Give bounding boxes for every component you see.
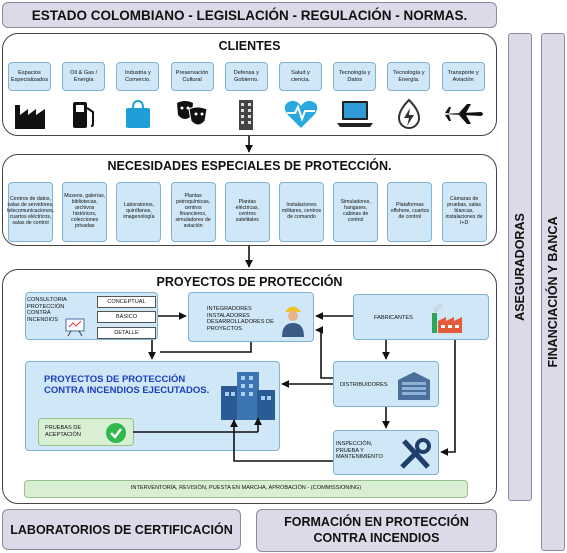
worker-icon (279, 299, 307, 337)
proyectos-title: PROYECTOS DE PROTECCIÓN (156, 275, 343, 289)
ejecutados-box: PROYECTOS DE PROTECCIÓN CONTRA INCENDIOS… (25, 361, 280, 451)
cliente-2-label: Oil & Gas / Energía (62, 62, 106, 91)
necesidad-3: Laboratorios, quirófanos, imagenología (116, 182, 162, 242)
check-icon (105, 422, 127, 444)
inspeccion-label: INSPECCIÓN, PRUEBA Y MANTENIMIENTO (336, 441, 383, 461)
pruebas-label: PRUEBAS DE ACEPTACIÓN (45, 425, 82, 438)
cliente-7-label: Tecnología y Datos (333, 62, 377, 91)
formacion-banner: FORMACIÓN EN PROTECCIÓN CONTRA INCENDIOS (256, 509, 497, 552)
cliente-6-label: Salud y ciencia. (279, 62, 322, 91)
laptop-icon (331, 96, 378, 132)
laboratorios-banner: LABORATORIOS DE CERTIFICACIÓN (2, 509, 241, 550)
financiacion-banner: FINANCIACIÓN Y BANCA (541, 33, 565, 551)
cliente-5-label: Defensa y Gobierno. (224, 62, 268, 91)
nivel-basico: BÁSICO (97, 311, 156, 323)
consultoria-label: CONSULTORIA PROTECCIÓN CONTRA INCENDIOS (27, 297, 67, 324)
distribuidores-box: DISTRIBUIDORES (333, 361, 439, 407)
fuel-pump-icon (60, 96, 107, 132)
necesidades-title: NECESIDADES ESPECIALES DE PROTECCIÓN. (107, 159, 392, 173)
interventoria-label: INTERVENTORÍA, REVISIÓN, PUESTA EN MARCH… (130, 485, 362, 491)
factory-icon (6, 96, 53, 132)
necesidad-1: Centros de datos, salas de servidores, t… (7, 182, 54, 242)
cliente-8-label: Tecnología y Energía. (387, 62, 431, 91)
distribuidores-label: DISTRIBUIDORES (340, 382, 388, 388)
whiteboard-icon (64, 317, 86, 337)
theater-masks-icon (169, 96, 216, 132)
fabricantes-label: FABRICANTES (374, 315, 413, 321)
integradores-label: INTEGRADORES INSTALADORES DESARROLLADORE… (207, 306, 274, 333)
interventoria-bar: INTERVENTORÍA, REVISIÓN, PUESTA EN MARCH… (24, 480, 468, 498)
cliente-9-label: Transporte y Aviación (441, 62, 485, 91)
factory-icon (430, 303, 474, 335)
nivel-detalle: DETALLE (97, 327, 156, 339)
clientes-title: CLIENTES (218, 39, 281, 53)
building-icon (223, 96, 270, 132)
ejecutados-label: PROYECTOS DE PROTECCIÓN CONTRA INCENDIOS… (44, 374, 210, 397)
energy-icon (385, 96, 432, 132)
top-banner: ESTADO COLOMBIANO - LEGISLACIÓN - REGULA… (2, 2, 497, 28)
necesidad-8: Plataformas offshore, cuartos de control (387, 182, 433, 242)
airplane-icon (440, 96, 487, 132)
inspeccion-box: INSPECCIÓN, PRUEBA Y MANTENIMIENTO (333, 430, 439, 475)
cliente-3-label: Industria y Comercio. (116, 62, 160, 91)
cliente-1-label: Espacios Especializados (8, 62, 51, 91)
tools-icon (398, 437, 432, 471)
integradores-box: INTEGRADORES INSTALADORES DESARROLLADORE… (188, 292, 314, 342)
warehouse-icon (396, 368, 432, 402)
necesidad-5: Plantas eléctricas, centros satelitales (224, 182, 270, 242)
shopping-bag-icon (114, 96, 161, 132)
aseguradoras-banner: ASEGURADORAS (508, 33, 532, 501)
necesidad-7: Simuladores, hangares, cabinas de contro… (333, 182, 379, 242)
cliente-4-label: Preservación Cultural (170, 62, 214, 91)
necesidad-2: Museos, galerías, bibliotecas, archivos … (62, 182, 108, 242)
necesidad-6: Instalaciones militares, centros de coma… (279, 182, 324, 242)
nivel-conceptual: CONCEPTUAL (97, 296, 156, 308)
buildings-icon (219, 366, 277, 424)
heart-pulse-icon (277, 96, 324, 132)
fabricantes-box: FABRICANTES (353, 294, 489, 340)
necesidad-4: Plantas petroquímicas, centros financier… (170, 182, 216, 242)
necesidad-9: Cámaras de pruebas, salas blancas, insta… (441, 182, 487, 242)
